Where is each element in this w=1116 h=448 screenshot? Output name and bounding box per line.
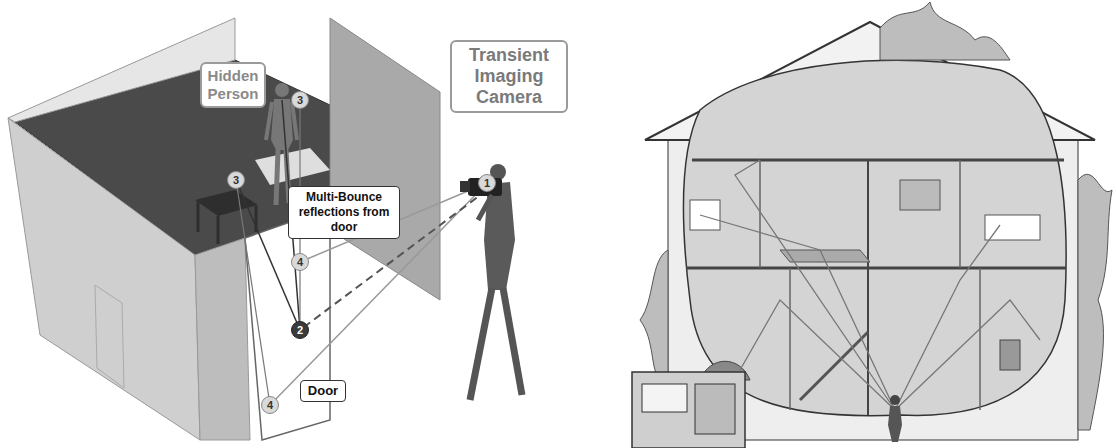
camera-operator-part — [470, 288, 492, 400]
hidden-person-figure-part — [266, 102, 272, 140]
label-text: Transient Imaging Camera — [454, 45, 564, 108]
camera-operator-part — [460, 181, 470, 192]
burning-house-part — [959, 160, 961, 268]
camera-operator — [460, 164, 522, 400]
firefighter — [888, 395, 902, 442]
label-box: Transient Imaging Camera — [450, 40, 568, 113]
flames-part — [1078, 174, 1112, 430]
flames-part — [640, 250, 668, 380]
label-text: Hidden Person — [204, 67, 262, 103]
callout-number: 3 — [291, 91, 309, 109]
table-part — [197, 202, 200, 232]
burning-house-part — [979, 268, 981, 410]
hidden-person-figure-part — [275, 83, 289, 97]
light-rays — [236, 100, 487, 405]
rescue-rays — [700, 160, 1040, 410]
fire-truck-part — [632, 372, 745, 448]
rescue-rays-part — [735, 160, 895, 410]
burning-house-part — [789, 268, 791, 410]
fire-truck-part — [695, 384, 735, 434]
light-rays-part — [270, 183, 487, 405]
burning-house-part — [1000, 340, 1020, 370]
room-illustration-part — [255, 148, 330, 185]
light-rays-part — [236, 180, 270, 405]
room-illustration-part — [95, 285, 124, 388]
label-text: Multi-Bounce reflections from door — [292, 190, 396, 235]
burning-house-part — [692, 159, 1064, 162]
burning-house-part — [867, 160, 869, 415]
rescue-rays-part — [895, 225, 1000, 410]
callout-number: 2 — [291, 321, 309, 339]
table — [195, 190, 258, 244]
fire-truck-part — [642, 384, 687, 412]
burning-house-part — [759, 160, 761, 268]
flames-part — [880, 2, 1010, 60]
flames — [640, 2, 1112, 430]
label-box: Door — [300, 380, 346, 402]
room-illustration-part — [8, 118, 200, 440]
burning-house-part — [985, 215, 1040, 240]
firefighter-part — [888, 406, 902, 442]
camera-operator-part — [503, 288, 522, 395]
table-part — [195, 190, 258, 216]
fire-truck — [632, 372, 745, 448]
hidden-person-figure-part — [276, 150, 278, 205]
callout-number: 4 — [291, 253, 309, 271]
burning-house-part — [683, 60, 1066, 415]
callout-number: 1 — [478, 174, 496, 192]
firefighter-part — [890, 395, 900, 405]
callout-number: 3 — [227, 171, 245, 189]
room-illustration-part — [195, 238, 250, 440]
room-illustration-part — [330, 18, 440, 300]
room-illustration — [8, 18, 440, 440]
label-box: Multi-Bounce reflections from door — [288, 186, 400, 239]
label-text: Door — [304, 383, 342, 399]
label-box: Hidden Person — [200, 62, 266, 108]
light-rays-part — [299, 262, 300, 330]
rescue-rays-part — [740, 300, 895, 410]
callout-number: 4 — [261, 396, 279, 414]
rescue-rays-part — [895, 300, 1040, 410]
camera-operator-part — [478, 195, 492, 220]
burning-house-part — [800, 332, 868, 400]
burning-house-part — [900, 180, 940, 210]
table-part — [217, 216, 220, 244]
burning-house-part — [686, 267, 1066, 270]
burning-house-part — [690, 200, 720, 230]
